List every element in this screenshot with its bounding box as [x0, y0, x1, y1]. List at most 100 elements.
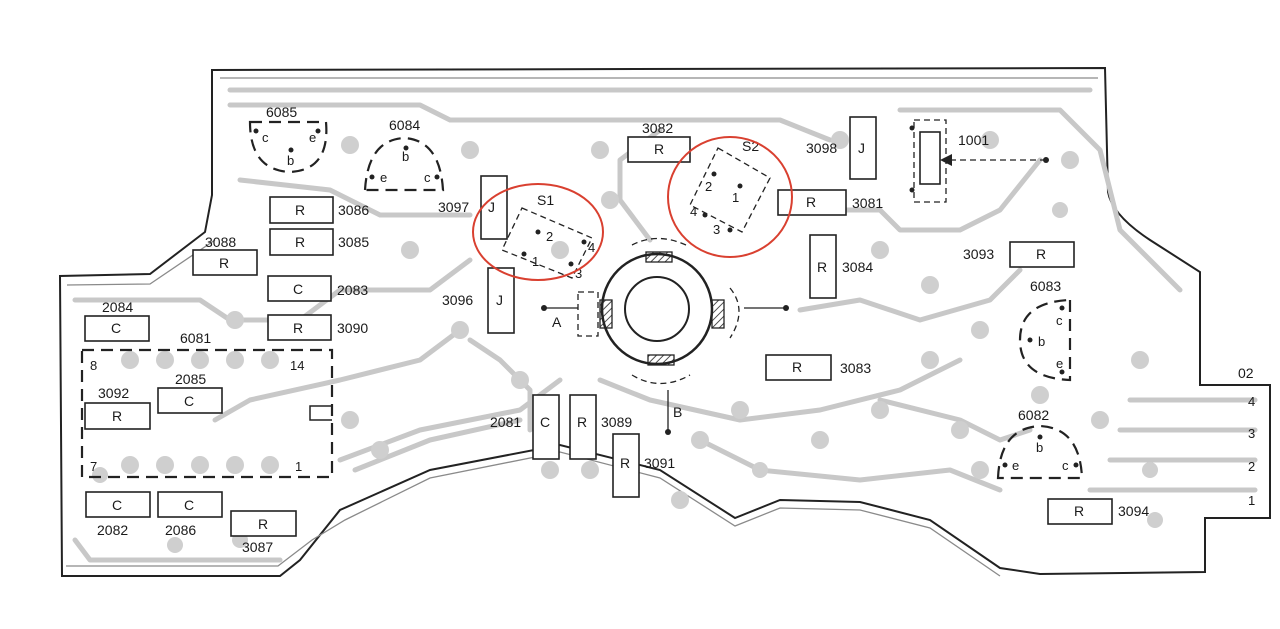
svg-text:e: e — [309, 130, 316, 145]
svg-text:3091: 3091 — [644, 455, 675, 471]
svg-text:J: J — [488, 199, 495, 215]
svg-text:1: 1 — [732, 190, 739, 205]
svg-text:6083: 6083 — [1030, 278, 1061, 294]
component-3097: J 3097 — [438, 175, 508, 240]
svg-text:R: R — [258, 516, 268, 532]
transistor-6082: 6082 b e c — [996, 407, 1084, 480]
component-2083: C 2083 — [267, 275, 368, 302]
svg-text:C: C — [540, 414, 550, 430]
ic-pin-7: 7 — [90, 459, 97, 474]
svg-text:R: R — [1074, 503, 1084, 519]
ic-pin-1: 1 — [295, 459, 302, 474]
svg-text:3082: 3082 — [642, 120, 673, 136]
point-a-label: A — [552, 314, 562, 330]
svg-text:3: 3 — [575, 266, 582, 281]
svg-text:c: c — [1056, 313, 1063, 328]
svg-text:2: 2 — [1248, 459, 1255, 474]
svg-text:R: R — [817, 259, 827, 275]
svg-text:b: b — [402, 149, 409, 164]
component-3082: R 3082 — [627, 120, 691, 163]
potentiometer-1001: 1001 — [909, 119, 1049, 203]
svg-text:C: C — [184, 393, 194, 409]
svg-text:S1: S1 — [537, 192, 554, 208]
svg-text:R: R — [792, 359, 802, 375]
svg-text:2081: 2081 — [490, 414, 521, 430]
svg-text:b: b — [287, 153, 294, 168]
svg-text:e: e — [1056, 356, 1063, 371]
svg-text:3085: 3085 — [338, 234, 369, 250]
component-2082: C 2082 — [85, 491, 151, 538]
svg-text:J: J — [858, 140, 865, 156]
svg-text:1001: 1001 — [958, 132, 989, 148]
ic-pin-8: 8 — [90, 358, 97, 373]
component-3081: R 3081 — [777, 189, 883, 216]
svg-text:1: 1 — [1248, 493, 1255, 508]
connector-02: 02 4 3 2 1 — [1238, 365, 1255, 508]
svg-text:C: C — [184, 497, 194, 513]
svg-text:4: 4 — [690, 204, 697, 219]
component-3089: R 3089 — [569, 394, 632, 460]
svg-text:3096: 3096 — [442, 292, 473, 308]
svg-text:3093: 3093 — [963, 246, 994, 262]
component-3093: R 3093 — [963, 241, 1075, 268]
component-3098: J 3098 — [806, 116, 877, 180]
component-3094: R 3094 — [1047, 498, 1149, 525]
svg-text:3089: 3089 — [601, 414, 632, 430]
svg-text:e: e — [380, 170, 387, 185]
svg-text:C: C — [293, 281, 303, 297]
svg-text:3: 3 — [1248, 426, 1255, 441]
svg-text:2086: 2086 — [165, 522, 196, 538]
svg-text:R: R — [1036, 246, 1046, 262]
svg-text:3090: 3090 — [337, 320, 368, 336]
svg-text:R: R — [654, 141, 664, 157]
pad-field — [92, 131, 1163, 553]
svg-text:R: R — [577, 414, 587, 430]
svg-text:b: b — [1036, 440, 1043, 455]
ic-pin-14: 14 — [290, 358, 304, 373]
svg-text:R: R — [806, 194, 816, 210]
highlight-circle-s1 — [472, 183, 604, 281]
svg-text:3094: 3094 — [1118, 503, 1149, 519]
connector-label: 02 — [1238, 365, 1254, 381]
component-3085: R 3085 — [269, 228, 369, 256]
svg-text:C: C — [112, 497, 122, 513]
svg-text:3: 3 — [713, 222, 720, 237]
transistor-6084: 6084 b e c — [363, 117, 445, 192]
svg-text:2: 2 — [546, 229, 553, 244]
svg-text:3083: 3083 — [840, 360, 871, 376]
svg-text:C: C — [111, 320, 121, 336]
component-2086: C 2086 — [157, 491, 223, 538]
component-3088: R 3088 — [192, 234, 258, 276]
svg-text:R: R — [112, 408, 122, 424]
svg-text:2084: 2084 — [102, 299, 133, 315]
svg-text:3092: 3092 — [98, 385, 129, 401]
ic-6081: 6081 8 14 7 1 — [80, 330, 334, 479]
svg-text:6082: 6082 — [1018, 407, 1049, 423]
svg-text:1: 1 — [532, 254, 539, 269]
svg-text:R: R — [620, 455, 630, 471]
component-3083: R 3083 — [765, 354, 871, 381]
svg-text:J: J — [496, 292, 503, 308]
svg-text:c: c — [424, 170, 431, 185]
point-b-label: B — [673, 404, 682, 420]
svg-text:2082: 2082 — [97, 522, 128, 538]
svg-text:3084: 3084 — [842, 259, 873, 275]
component-3096: J 3096 — [442, 267, 515, 334]
svg-text:R: R — [219, 255, 229, 271]
transistor-6085: 6085 c b e — [248, 104, 328, 174]
svg-text:R: R — [295, 234, 305, 250]
svg-text:c: c — [262, 130, 269, 145]
switch-s1: S1 2 1 4 3 — [472, 183, 604, 281]
svg-text:R: R — [295, 202, 305, 218]
svg-text:b: b — [1038, 334, 1045, 349]
svg-text:3081: 3081 — [852, 195, 883, 211]
svg-text:3088: 3088 — [205, 234, 236, 250]
svg-text:c: c — [1062, 458, 1069, 473]
svg-text:6085: 6085 — [266, 104, 297, 120]
component-3090: R 3090 — [267, 314, 368, 341]
component-3086: R 3086 — [269, 196, 369, 224]
svg-text:3086: 3086 — [338, 202, 369, 218]
svg-text:6084: 6084 — [389, 117, 420, 133]
svg-text:2: 2 — [705, 179, 712, 194]
